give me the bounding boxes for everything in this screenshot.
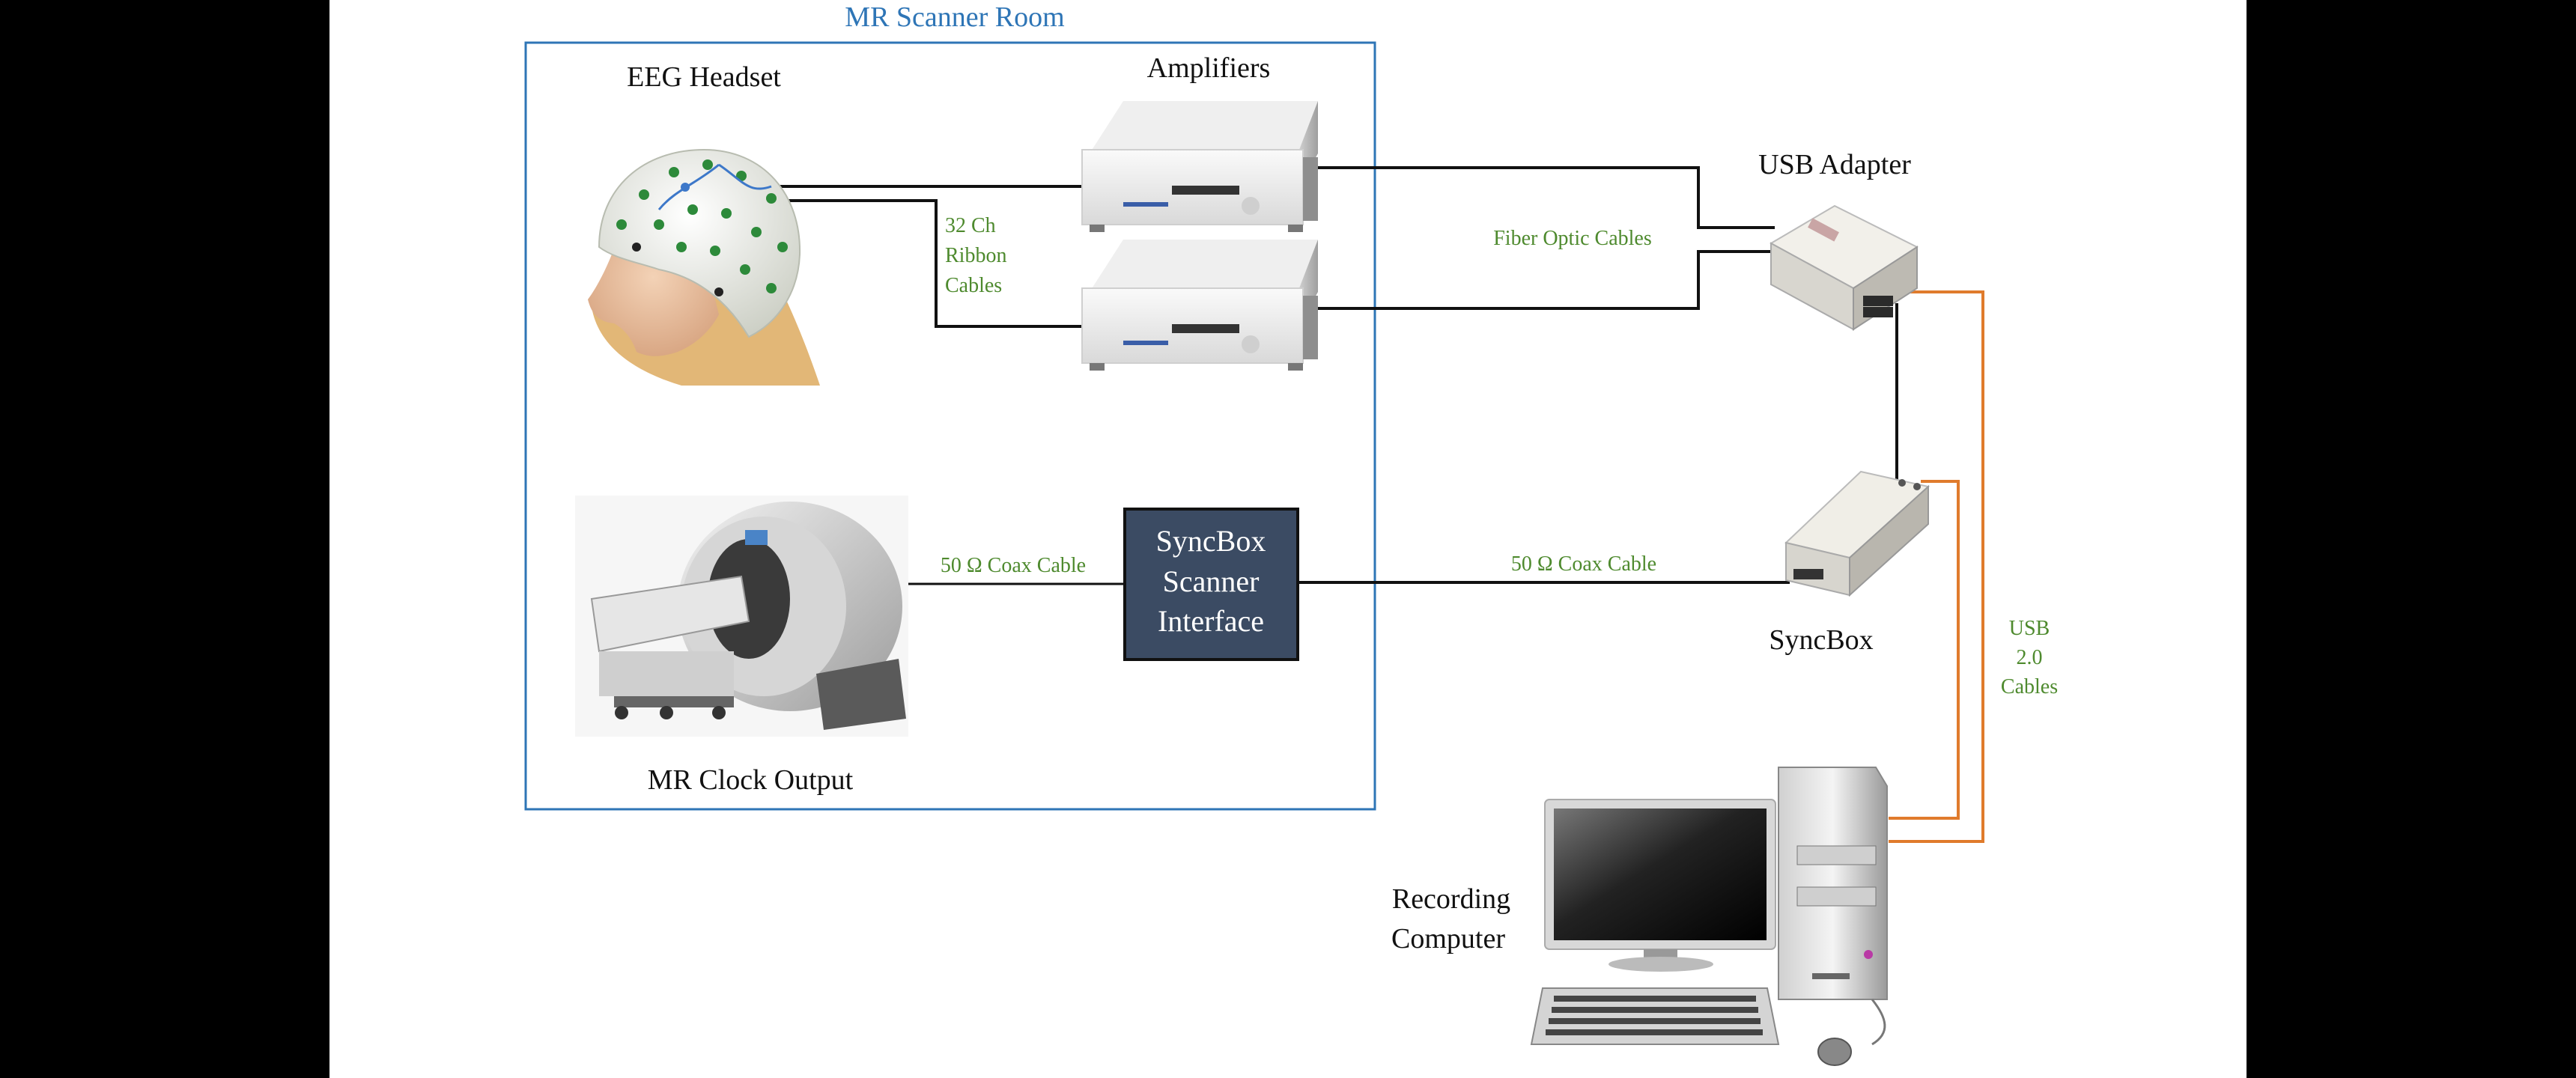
fiber-optic-cable-label: Fiber Optic Cables xyxy=(1493,227,1652,250)
amplifier-lower-image xyxy=(1081,240,1318,371)
recording-computer-label-line2: Computer xyxy=(1391,923,1505,954)
recording-computer-label-line1: Recording xyxy=(1392,883,1510,915)
amplifiers-label: Amplifiers xyxy=(1147,52,1271,84)
ribbon-cable-label-line2: Ribbon xyxy=(945,244,1006,267)
interface-label-line2: Scanner xyxy=(1163,564,1260,598)
syncbox-scanner-interface-box xyxy=(1123,508,1299,661)
ribbon-cable-label-line3: Cables xyxy=(945,274,1002,297)
usb-adapter-label: USB Adapter xyxy=(1758,149,1911,180)
eeg-headset-image xyxy=(588,148,820,386)
usb-cable-adapter xyxy=(1889,290,1984,843)
recording-computer-image xyxy=(1530,767,1888,1066)
fiber-optic-cable-upper xyxy=(1314,166,1775,229)
mr-scanner-image xyxy=(575,496,908,737)
usb-cable-label-line2: 2.0 xyxy=(2017,646,2043,669)
interface-label-line3: Interface xyxy=(1158,604,1264,638)
cable-layer xyxy=(771,166,1984,843)
interface-label-line1: SyncBox xyxy=(1156,524,1266,558)
mr-scanner-room-frame xyxy=(524,41,1376,811)
usb-cable-syncbox xyxy=(1889,480,1960,820)
usb-cable-label-line3: Cables xyxy=(2001,675,2058,698)
mr-clock-output-label: MR Clock Output xyxy=(648,764,854,796)
mr-scanner-room-title: MR Scanner Room xyxy=(845,1,1064,33)
coax-cable-left-label: 50 Ω Coax Cable xyxy=(941,554,1086,577)
usb-adapter-image xyxy=(1769,204,1919,331)
fiber-optic-cable-lower xyxy=(1314,250,1775,310)
ribbon-cable-lower xyxy=(779,199,1086,328)
syncbox-label: SyncBox xyxy=(1769,624,1873,656)
coax-cable-right-label: 50 Ω Coax Cable xyxy=(1511,552,1656,576)
eeg-headset-label: EEG Headset xyxy=(627,61,781,93)
ribbon-cable-label-line1: 32 Ch xyxy=(945,214,996,237)
syncbox-image xyxy=(1784,470,1931,597)
usb-cable-label-line1: USB xyxy=(2009,617,2050,640)
amplifier-upper-image xyxy=(1081,101,1318,232)
